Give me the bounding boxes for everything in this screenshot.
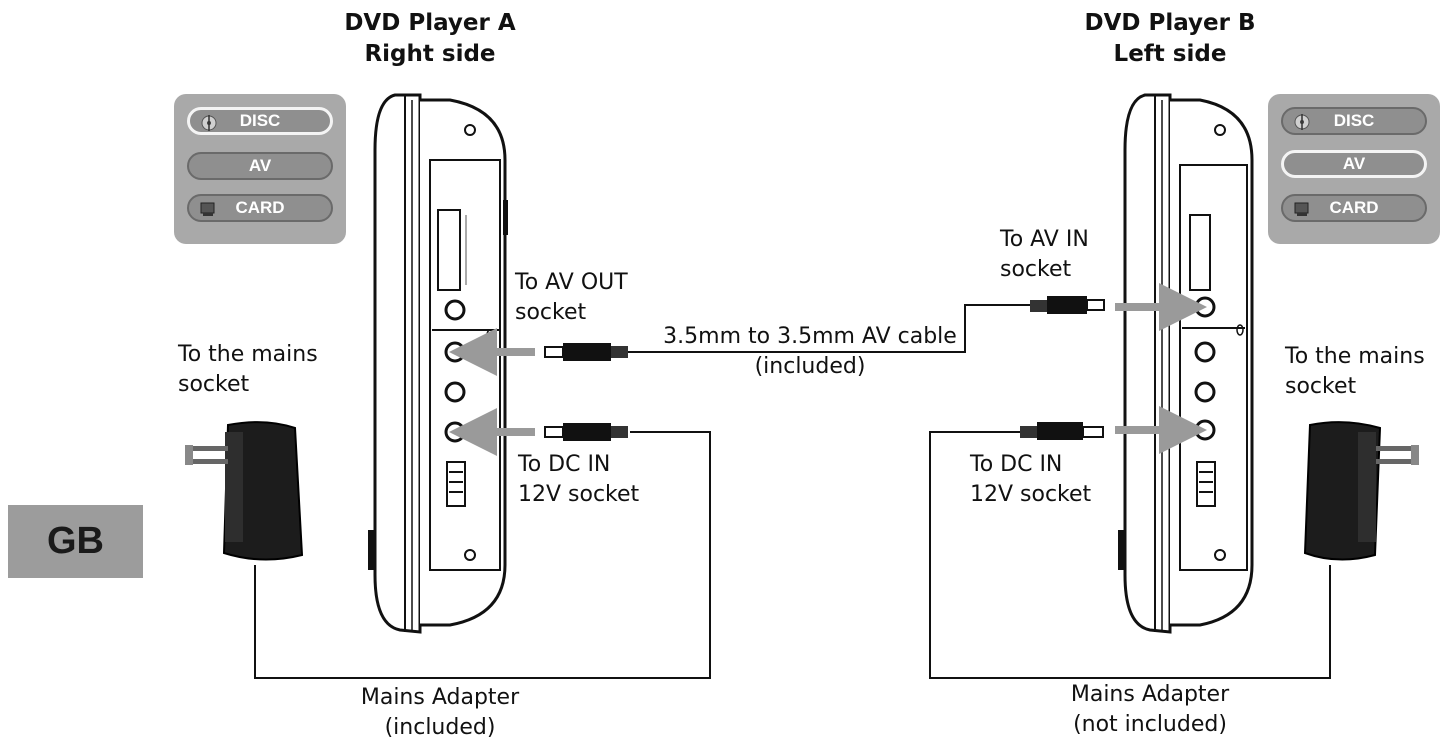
av-cable-line1: 3.5mm to 3.5mm AV cable [663, 324, 957, 349]
player-b-title-line2: Left side [1113, 41, 1227, 67]
av-jack-a-icon [544, 343, 628, 361]
mains-adapter-b-line2: (not included) [1073, 712, 1227, 737]
mains-adapter-b-icon [1303, 421, 1419, 561]
mains-socket-a-label: To the mains socket [178, 340, 318, 400]
language-tab: GB [8, 505, 143, 578]
dc-in-b-line2: 12V socket [970, 482, 1092, 507]
power-cable-a-line [254, 431, 711, 679]
mains-socket-a-line2: socket [178, 372, 250, 397]
disc-mode-label: DISC [1333, 111, 1375, 130]
dvd-player-b-body [1118, 93, 1254, 634]
av-mode-label: AV [248, 156, 272, 175]
card-mode-button-b[interactable]: CARD [1281, 194, 1427, 222]
dc-in-b-line1: To DC IN [970, 452, 1063, 477]
av-in-line2: socket [1000, 257, 1072, 282]
av-out-line2: socket [515, 300, 587, 325]
disc-mode-button-a[interactable]: DISC [187, 107, 333, 135]
dc-in-a-line2: 12V socket [518, 482, 640, 507]
av-cable-label: 3.5mm to 3.5mm AV cable (included) [645, 322, 975, 382]
disc-mode-button-b[interactable]: DISC [1281, 107, 1427, 135]
mode-panel-b: DISC AV CARD [1268, 94, 1440, 244]
av-out-label: To AV OUT socket [515, 268, 628, 328]
dc-in-b-label: To DC IN 12V socket [970, 450, 1091, 510]
av-mode-button-b[interactable]: AV [1281, 150, 1427, 178]
mains-adapter-a-line2: (included) [384, 715, 496, 740]
card-mode-button-a[interactable]: CARD [187, 194, 333, 222]
dvd-player-a-body [368, 93, 508, 634]
mains-socket-b-line1: To the mains [1285, 344, 1425, 369]
player-b-title: DVD Player B Left side [1070, 8, 1270, 70]
dc-in-a-label: To DC IN 12V socket [518, 450, 639, 510]
mains-socket-b-label: To the mains socket [1285, 342, 1425, 402]
mains-adapter-a-label: Mains Adapter (included) [320, 683, 560, 743]
power-cable-b-line [929, 431, 1331, 679]
card-mode-label: CARD [1329, 198, 1379, 217]
av-out-line1: To AV OUT [515, 270, 628, 295]
player-b-title-line1: DVD Player B [1084, 10, 1256, 36]
dc-jack-a-icon [544, 423, 628, 441]
player-a-title-line2: Right side [364, 41, 496, 67]
player-a-title-line1: DVD Player A [344, 10, 516, 36]
mains-socket-b-line2: socket [1285, 374, 1357, 399]
card-mode-label: CARD [235, 198, 285, 217]
card-icon [1294, 202, 1309, 216]
dc-in-a-line1: To DC IN [518, 452, 611, 477]
mains-adapter-b-label: Mains Adapter (not included) [1030, 680, 1270, 740]
language-tab-label: GB [47, 520, 104, 562]
av-in-line1: To AV IN [1000, 227, 1089, 252]
mains-adapter-a-line1: Mains Adapter [360, 685, 520, 710]
av-mode-button-a[interactable]: AV [187, 152, 333, 180]
mains-socket-a-line1: To the mains [178, 342, 318, 367]
disc-mode-label: DISC [239, 111, 281, 130]
av-mode-label: AV [1342, 154, 1366, 173]
disc-icon [201, 115, 217, 131]
dc-jack-b-icon [1020, 422, 1104, 440]
card-icon [200, 202, 215, 216]
av-cable-line [628, 304, 1030, 353]
av-in-label: To AV IN socket [1000, 225, 1089, 285]
player-a-title: DVD Player A Right side [330, 8, 530, 70]
mode-panel-a: DISC AV CARD [174, 94, 346, 244]
av-cable-line2: (included) [754, 354, 866, 379]
av-jack-b-icon [1030, 296, 1105, 314]
mains-adapter-a-icon [185, 421, 304, 561]
disc-icon [1294, 114, 1310, 130]
mains-adapter-b-line1: Mains Adapter [1070, 682, 1230, 707]
